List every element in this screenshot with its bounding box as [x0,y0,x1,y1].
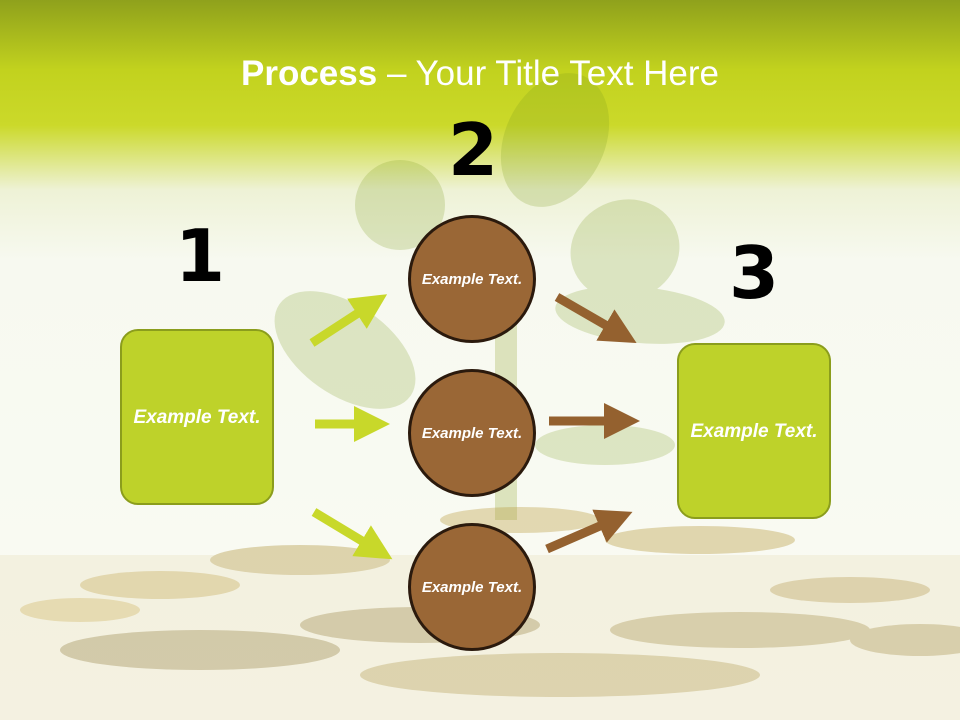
circle-middle: Example Text. [408,369,536,497]
circle-top: Example Text. [408,215,536,343]
circle-top-text: Example Text. [421,270,523,288]
title-bold: Process [241,54,378,93]
arrow-green-down [311,508,393,560]
step-number-3: 3 [728,231,780,315]
step-3-box: Example Text. [677,343,831,519]
slide-title: Process – Your Title Text Here [0,52,960,96]
arrow-brown-up [545,509,633,554]
arrow-green-up [309,294,388,347]
arrow-brown-down [554,293,637,344]
circle-bottom-text: Example Text. [421,578,523,596]
title-rest: – Your Title Text Here [377,54,719,93]
step-1-box: Example Text. [120,329,274,505]
step-1-text: Example Text. [133,406,261,428]
step-3-text: Example Text. [690,420,818,442]
step-number-1: 1 [174,214,226,298]
circle-middle-text: Example Text. [421,424,523,442]
step-number-2: 2 [447,108,499,192]
circle-bottom: Example Text. [408,523,536,651]
